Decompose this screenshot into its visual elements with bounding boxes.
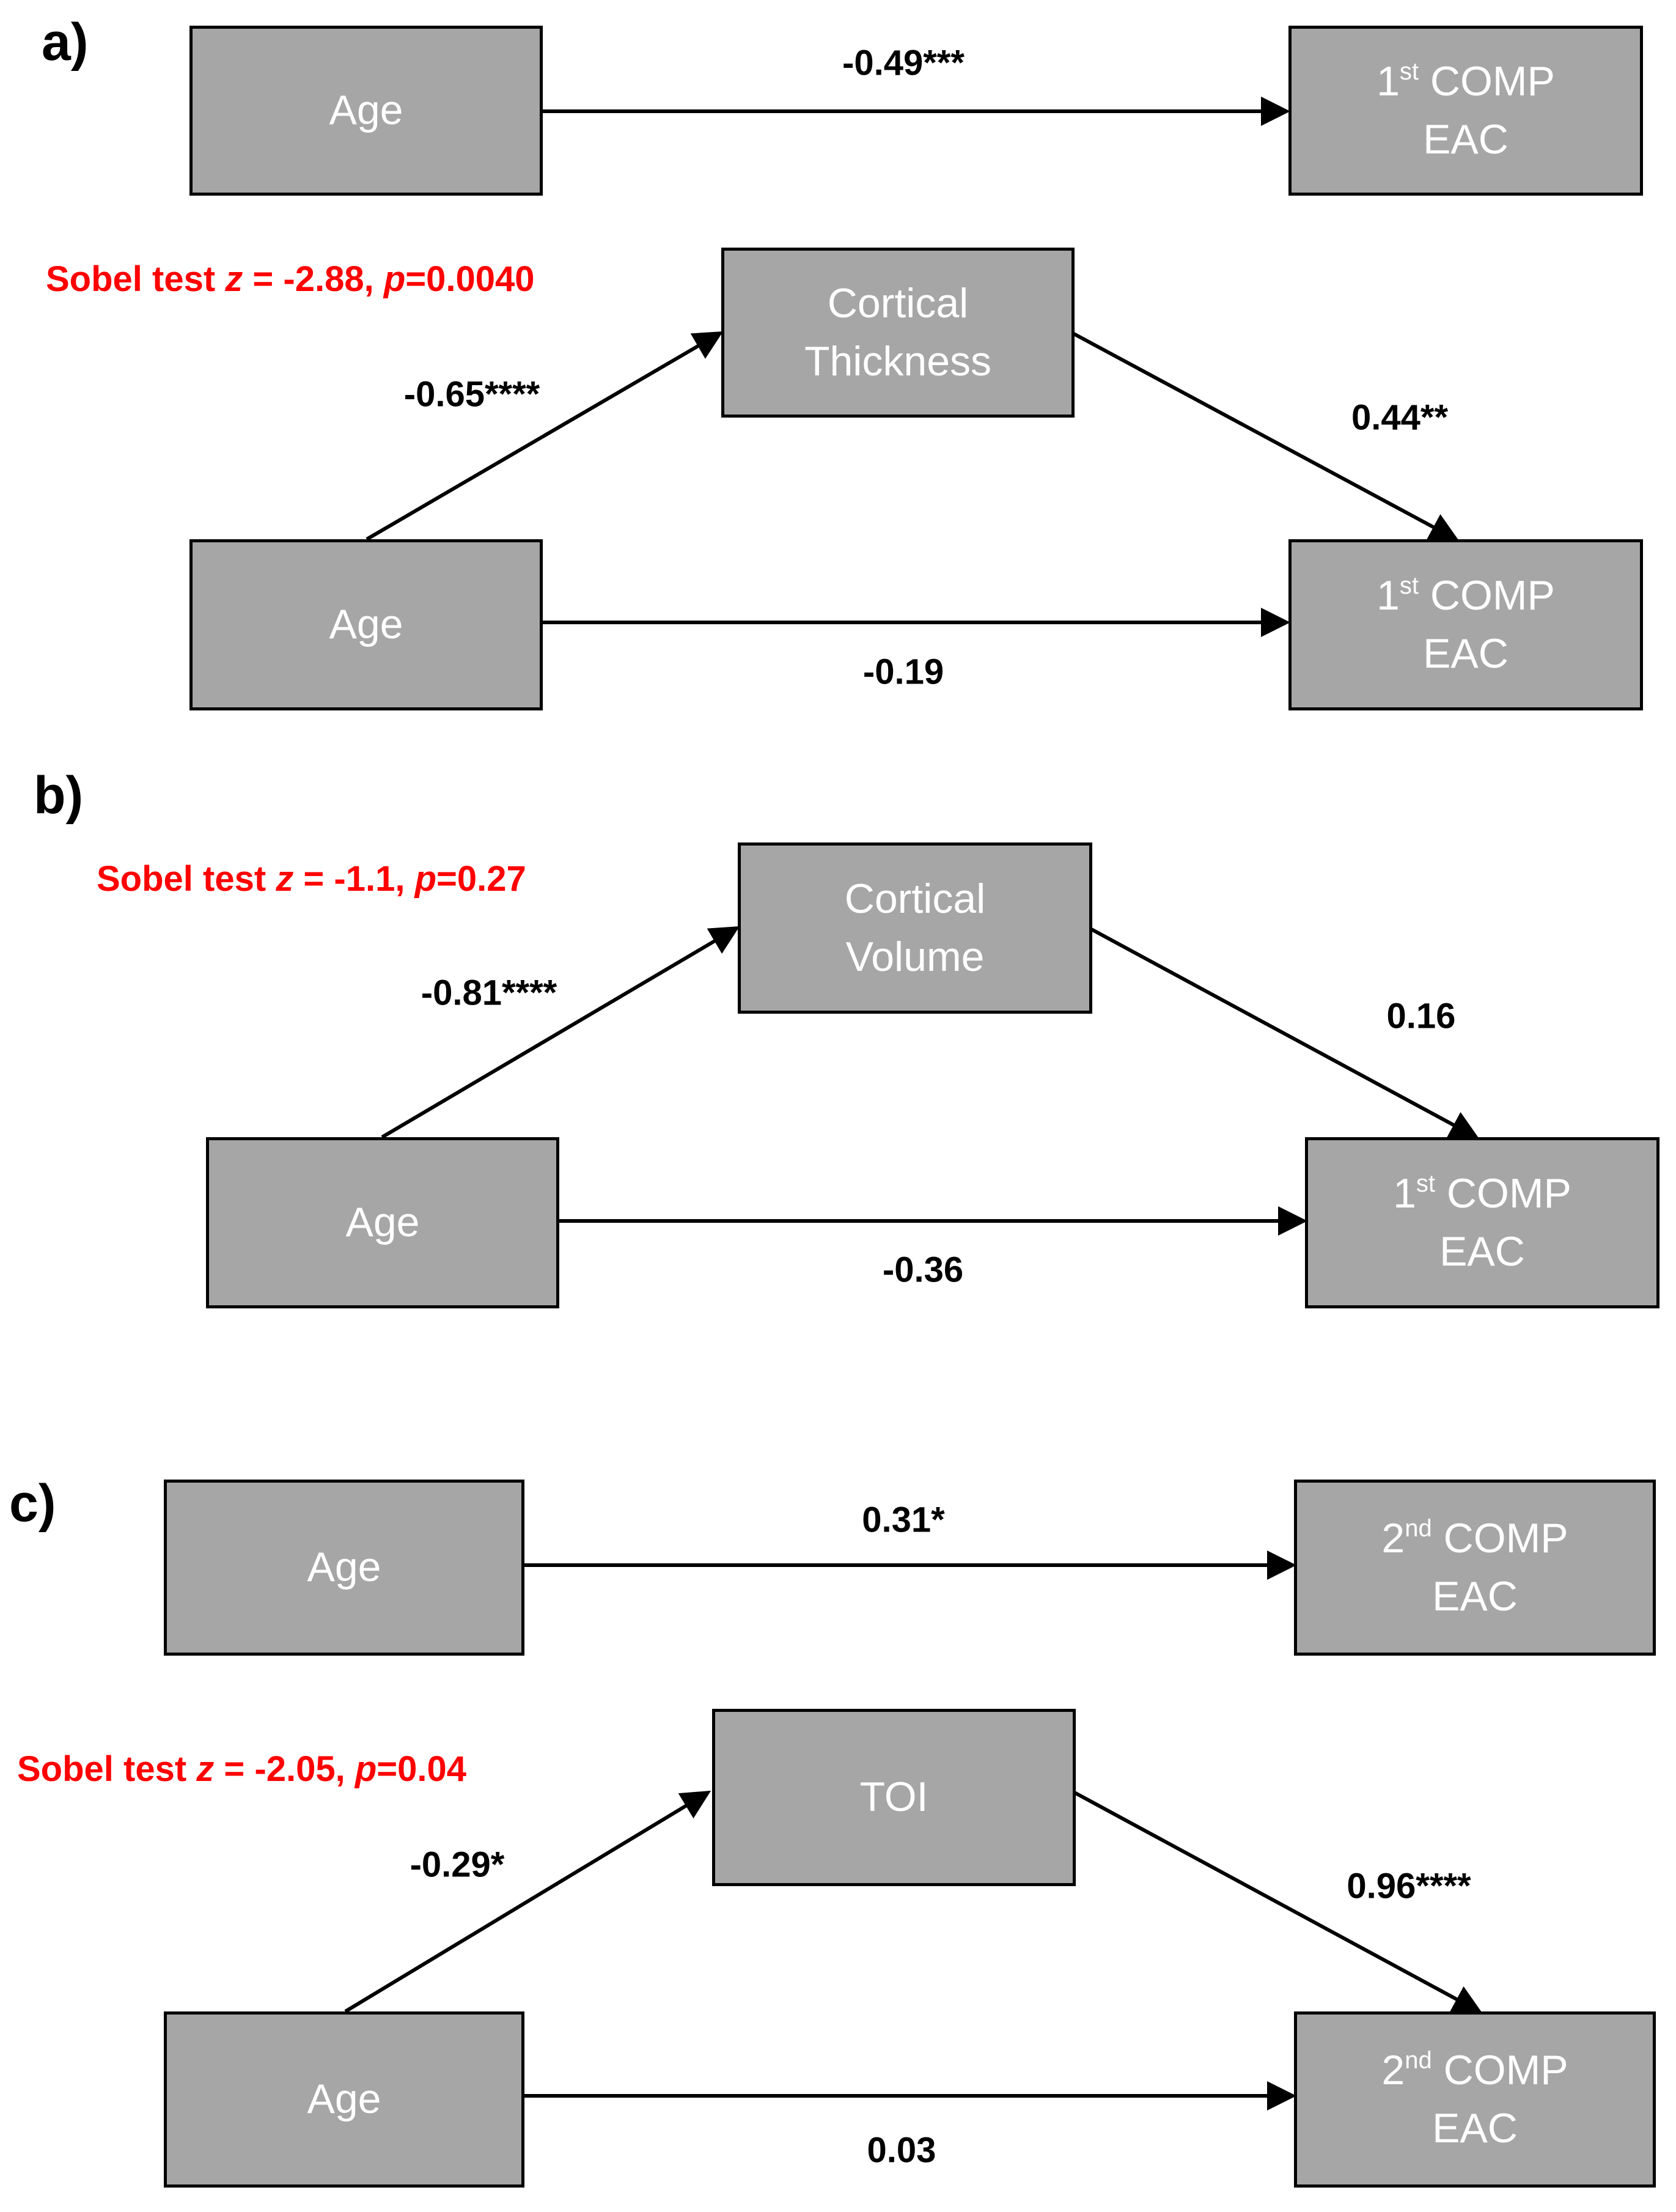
box-label-line2: EAC [1423, 630, 1509, 677]
coefficient-label: 0.16 [1386, 996, 1456, 1036]
arrow-c-mediator-to-outcome [1073, 1791, 1483, 2013]
panel-c-label: c) [9, 1474, 56, 1533]
outcome-box: 2nd COMP EAC [1294, 1480, 1656, 1656]
box-label: Age [329, 601, 403, 648]
arrow-b-mediator-to-outcome [1088, 926, 1480, 1139]
outcome-box: 2nd COMP EAC [1294, 2011, 1656, 2188]
coefficient-label: -0.19 [862, 652, 944, 692]
arrow-c-age-to-mediator [344, 1790, 711, 2013]
box-label-line2: EAC [1432, 1573, 1518, 1620]
arrow-a-mediator-to-outcome [1071, 331, 1460, 541]
arrow-b-age-to-mediator [381, 926, 740, 1139]
coefficient-label: 0.44** [1351, 397, 1449, 438]
box-label: Age [345, 1199, 420, 1246]
box-label: Age [329, 87, 403, 134]
box-label-line2: Volume [845, 934, 985, 980]
box-label-line2: EAC [1423, 116, 1509, 163]
box-label-line2: EAC [1432, 2105, 1518, 2151]
box-label: Age [307, 1544, 381, 1591]
sobel-test-result: Sobel test z = -2.05, p=0.04 [17, 1749, 467, 1789]
coefficient-label: 0.96**** [1347, 1866, 1471, 1906]
sobel-test-result: Sobel test z = -1.1, p=0.27 [97, 859, 526, 899]
age-box: Age [189, 539, 543, 710]
box-label-line2: EAC [1439, 1228, 1525, 1275]
arrow-a-age-to-mediator [366, 331, 724, 541]
sobel-test-result: Sobel test z = -2.88, p=0.0040 [46, 259, 535, 299]
age-box: Age [164, 2011, 524, 2188]
age-box: Age [189, 26, 543, 196]
outcome-box: 1st COMP EAC [1288, 539, 1643, 710]
box-label-line2: Thickness [804, 338, 992, 385]
box-label-line1: 2nd COMP [1381, 2046, 1568, 2093]
coefficient-label: -0.81**** [421, 973, 557, 1013]
coefficient-label: -0.36 [882, 1250, 964, 1290]
box-label-line1: Cortical [827, 279, 969, 326]
coefficient-label: -0.49*** [842, 43, 965, 83]
box-label-line1: Cortical [844, 875, 986, 922]
mediator-box: Cortical Volume [738, 842, 1092, 1014]
box-label-line1: 1st COMP [1376, 572, 1555, 619]
age-box: Age [164, 1480, 524, 1656]
panel-a-label: a) [42, 13, 89, 72]
panel-b-label: b) [34, 766, 84, 825]
box-label: Age [307, 2076, 381, 2123]
age-box: Age [206, 1137, 559, 1308]
outcome-box: 1st COMP EAC [1288, 26, 1643, 196]
mediator-box: TOI [712, 1709, 1076, 1886]
coefficient-label: -0.65**** [403, 374, 540, 415]
coefficient-label: -0.29* [410, 1845, 505, 1885]
outcome-box: 1st COMP EAC [1305, 1137, 1659, 1308]
box-label: TOI [859, 1774, 928, 1821]
box-label-line1: 1st COMP [1376, 57, 1555, 105]
box-label-line1: 1st COMP [1393, 1170, 1571, 1217]
box-label-line1: 2nd COMP [1381, 1514, 1568, 1561]
mediator-box: Cortical Thickness [721, 248, 1075, 418]
coefficient-label: 0.03 [867, 2130, 936, 2170]
coefficient-label: 0.31* [862, 1500, 945, 1540]
